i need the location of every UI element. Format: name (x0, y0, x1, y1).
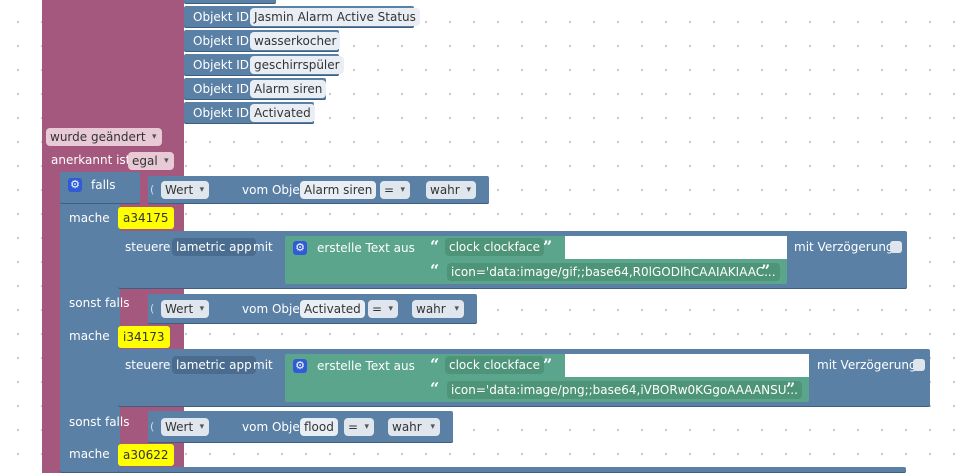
wahr-dropdown[interactable]: wahr (412, 300, 464, 318)
condition-block-1[interactable]: ( Wert vom Objekt ID Activated = wahr (148, 294, 477, 324)
text-value-2[interactable]: icon='data:image/gif;;base64,R0lGODlhCAA… (447, 263, 780, 281)
objekt-id-label: Objekt ID (193, 82, 250, 96)
mit-label: mit (253, 240, 273, 254)
steuere-label: steuere (125, 358, 171, 372)
sonst-falls-label: sonst falls (69, 296, 130, 310)
condition-block-2[interactable]: ( Wert vom Objekt ID flood = wahr (148, 411, 453, 443)
objekt-id-block-1[interactable]: Objekt ID Jasmin Alarm Active Status (184, 6, 420, 28)
text-value-1[interactable]: clock clockface (445, 356, 545, 374)
delay-label: mit Verzögerung (817, 358, 917, 372)
sonst-falls-label: sonst falls (69, 415, 130, 429)
condition-block-0[interactable]: ( Wert vom Objekt ID Alarm siren = wahr (148, 176, 489, 204)
ack-dropdown[interactable]: egal (128, 152, 174, 170)
if-block[interactable] (60, 172, 120, 473)
quote-open-icon: “ (430, 355, 440, 374)
objekt-id-value[interactable]: Alarm siren (250, 80, 327, 98)
objekt-id-block-2[interactable]: Objekt ID wasserkocher (184, 30, 341, 52)
ack-label: anerkannt ist (51, 153, 131, 167)
text-join-block-0[interactable]: ⚙ erstelle Text aus “ clock clockface ” … (285, 236, 787, 284)
object-value[interactable]: Activated (300, 300, 365, 318)
objekt-id-value[interactable]: geschirrspüler (250, 56, 344, 74)
mache-label: mache (69, 329, 110, 343)
operator-dropdown[interactable]: = (344, 418, 375, 436)
device-value[interactable]: lametric app (172, 356, 256, 374)
wert-dropdown[interactable]: Wert (161, 300, 210, 318)
objekt-id-label: Objekt ID (193, 10, 250, 24)
gear-icon[interactable]: ⚙ (293, 359, 307, 373)
objekt-id-value[interactable]: Jasmin Alarm Active Status (250, 8, 420, 26)
objekt-id-block-3[interactable]: Objekt ID geschirrspüler (184, 54, 344, 76)
quote-close-icon: ” (786, 379, 796, 398)
quote-close-icon: ” (543, 237, 553, 256)
mache-label: mache (69, 447, 110, 461)
objekt-id-value[interactable]: Activated (250, 104, 315, 122)
text-join-block-1[interactable]: ⚙ erstelle Text aus “ clock clockface ” … (285, 354, 809, 402)
operator-dropdown[interactable]: = (380, 181, 411, 199)
delay-checkbox[interactable] (913, 359, 925, 371)
input-socket (565, 354, 809, 377)
text-value-1[interactable]: clock clockface (445, 238, 545, 256)
gear-icon[interactable]: ⚙ (68, 178, 82, 192)
objekt-id-block-0[interactable] (184, 0, 276, 4)
objekt-id-label: Objekt ID (193, 34, 250, 48)
text-join-label: erstelle Text aus (317, 359, 415, 373)
comment-block[interactable]: a30622 (118, 444, 174, 466)
lametric-block-2[interactable] (118, 467, 906, 473)
quote-open-icon: “ (430, 261, 440, 280)
comment-block[interactable]: a34175 (118, 207, 174, 229)
objekt-id-block-4[interactable]: Objekt ID Alarm siren (184, 78, 327, 100)
wert-dropdown[interactable]: Wert (161, 418, 210, 436)
steuere-label: steuere (125, 240, 171, 254)
delay-label: mit Verzögerung (794, 240, 894, 254)
wahr-dropdown[interactable]: wahr (388, 418, 440, 436)
input-socket (565, 236, 787, 259)
comment-block[interactable]: i34173 (118, 326, 170, 348)
gear-icon[interactable]: ⚙ (293, 241, 307, 255)
quote-open-icon: “ (430, 379, 440, 398)
objekt-id-label: Objekt ID (193, 58, 250, 72)
operator-dropdown[interactable]: = (368, 300, 399, 318)
wert-dropdown[interactable]: Wert (161, 181, 210, 199)
text-value-2[interactable]: icon='data:image/png;;base64,iVBORw0KGgo… (447, 381, 802, 399)
trigger-top-bar (42, 0, 184, 6)
mit-label: mit (253, 358, 273, 372)
objekt-id-block-5[interactable]: Objekt ID Activated (184, 102, 315, 124)
quote-close-icon: ” (543, 355, 553, 374)
quote-open-icon: “ (430, 237, 440, 256)
quote-close-icon: ” (761, 261, 771, 280)
mache-label: mache (69, 211, 110, 225)
objekt-id-label: Objekt ID (193, 106, 250, 120)
falls-label: falls (91, 178, 116, 192)
delay-checkbox[interactable] (890, 241, 902, 253)
device-value[interactable]: lametric app (172, 238, 256, 256)
objekt-id-value[interactable]: wasserkocher (250, 32, 341, 50)
text-join-label: erstelle Text aus (317, 241, 415, 255)
change-dropdown[interactable]: wurde geändert (46, 128, 162, 146)
object-value[interactable]: Alarm siren (300, 181, 377, 199)
wahr-dropdown[interactable]: wahr (426, 181, 476, 199)
object-value[interactable]: flood (300, 418, 338, 436)
